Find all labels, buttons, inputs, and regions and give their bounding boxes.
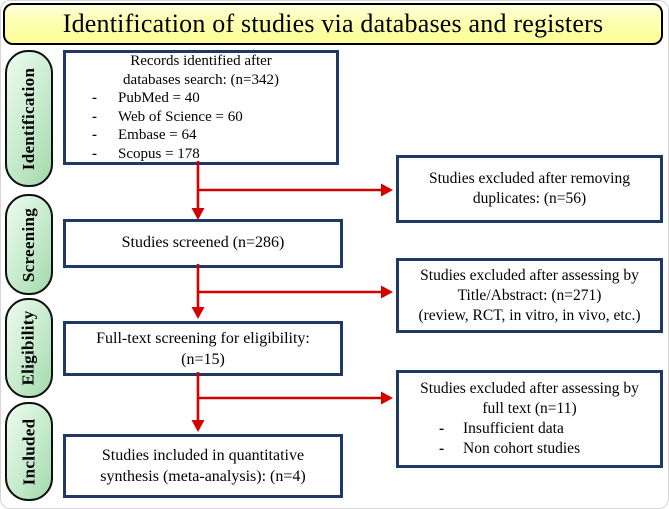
bullet-dash: -	[92, 90, 97, 106]
diagram-title: Identification of studies via databases …	[62, 9, 604, 38]
records-bullet-embase: - Embase = 64	[92, 127, 197, 143]
stage-pill-screening: Screening	[5, 194, 53, 295]
dup-line-2: duplicates: (n=56)	[472, 190, 587, 207]
bullet-dash: -	[92, 108, 97, 125]
bullet-dash: -	[92, 145, 97, 162]
excluded-fulltext-box: Studies excluded after assessing by full…	[396, 370, 663, 468]
stage-pill-included: Included	[5, 402, 53, 501]
stage-label-eligibility: Eligibility	[19, 310, 38, 386]
arrow-screened-to-fulltext	[191, 264, 393, 319]
excluded-duplicates-box: Studies excluded after removing duplicat…	[396, 155, 663, 223]
stage-label-identification: Identification	[19, 67, 38, 170]
stage-label-screening: Screening	[19, 207, 39, 282]
bullet-dash: -	[439, 420, 445, 437]
bullet-dash: -	[439, 440, 445, 457]
fulltext-screening-box: Full-text screening for eligibility: (n=…	[63, 321, 343, 376]
records-bullet-pubmed: - PubMed = 40	[92, 90, 200, 106]
arrow-records-to-screened	[191, 161, 393, 220]
included-line-2: synthesis (meta-analysis): (n=4)	[100, 468, 306, 485]
records-line-1: Records identified after	[130, 53, 272, 69]
records-bullet-wos: - Web of Science = 60	[92, 108, 243, 125]
records-line-2: databases search: (n=342)	[123, 71, 279, 88]
arrow-fulltext-to-included	[191, 372, 393, 432]
included-line-1: Studies included in quantitative	[101, 447, 305, 464]
diagram-title-box: Identification of studies via databases …	[3, 3, 663, 45]
stage-pill-identification: Identification	[5, 50, 53, 187]
fulltext-line-1: Full-text screening for eligibility:	[96, 329, 310, 347]
studies-included-box: Studies included in quantitative synthes…	[63, 434, 343, 498]
abstract-line-2: Title/Abstract: (n=271)	[457, 286, 602, 304]
ftexcl-bullet-insufficient: - Insufficient data	[439, 420, 564, 437]
stage-label-included: Included	[19, 418, 38, 485]
dup-line-1: Studies excluded after removing	[428, 170, 630, 187]
ftexcl-bullet-noncohort: - Non cohort studies	[439, 440, 581, 457]
records-identified-box: Records identified after databases searc…	[63, 50, 339, 165]
fulltext-line-2: (n=15)	[181, 350, 225, 368]
studies-screened-box: Studies screened (n=286)	[63, 219, 343, 268]
stage-pill-eligibility: Eligibility	[5, 298, 53, 398]
excluded-title-abstract-box: Studies excluded after assessing by Titl…	[396, 258, 663, 333]
bullet-dash: -	[92, 127, 97, 143]
abstract-line-1: Studies excluded after assessing by	[420, 266, 639, 284]
ftexcl-line-1: Studies excluded after assessing by	[420, 380, 639, 397]
screened-line: Studies screened (n=286)	[121, 234, 285, 252]
ftexcl-line-2: full text (n=11)	[482, 400, 577, 417]
abstract-line-3: (review, RCT, in vitro, in vivo, etc.)	[418, 306, 641, 324]
records-bullet-scopus: - Scopus = 178	[92, 145, 200, 162]
